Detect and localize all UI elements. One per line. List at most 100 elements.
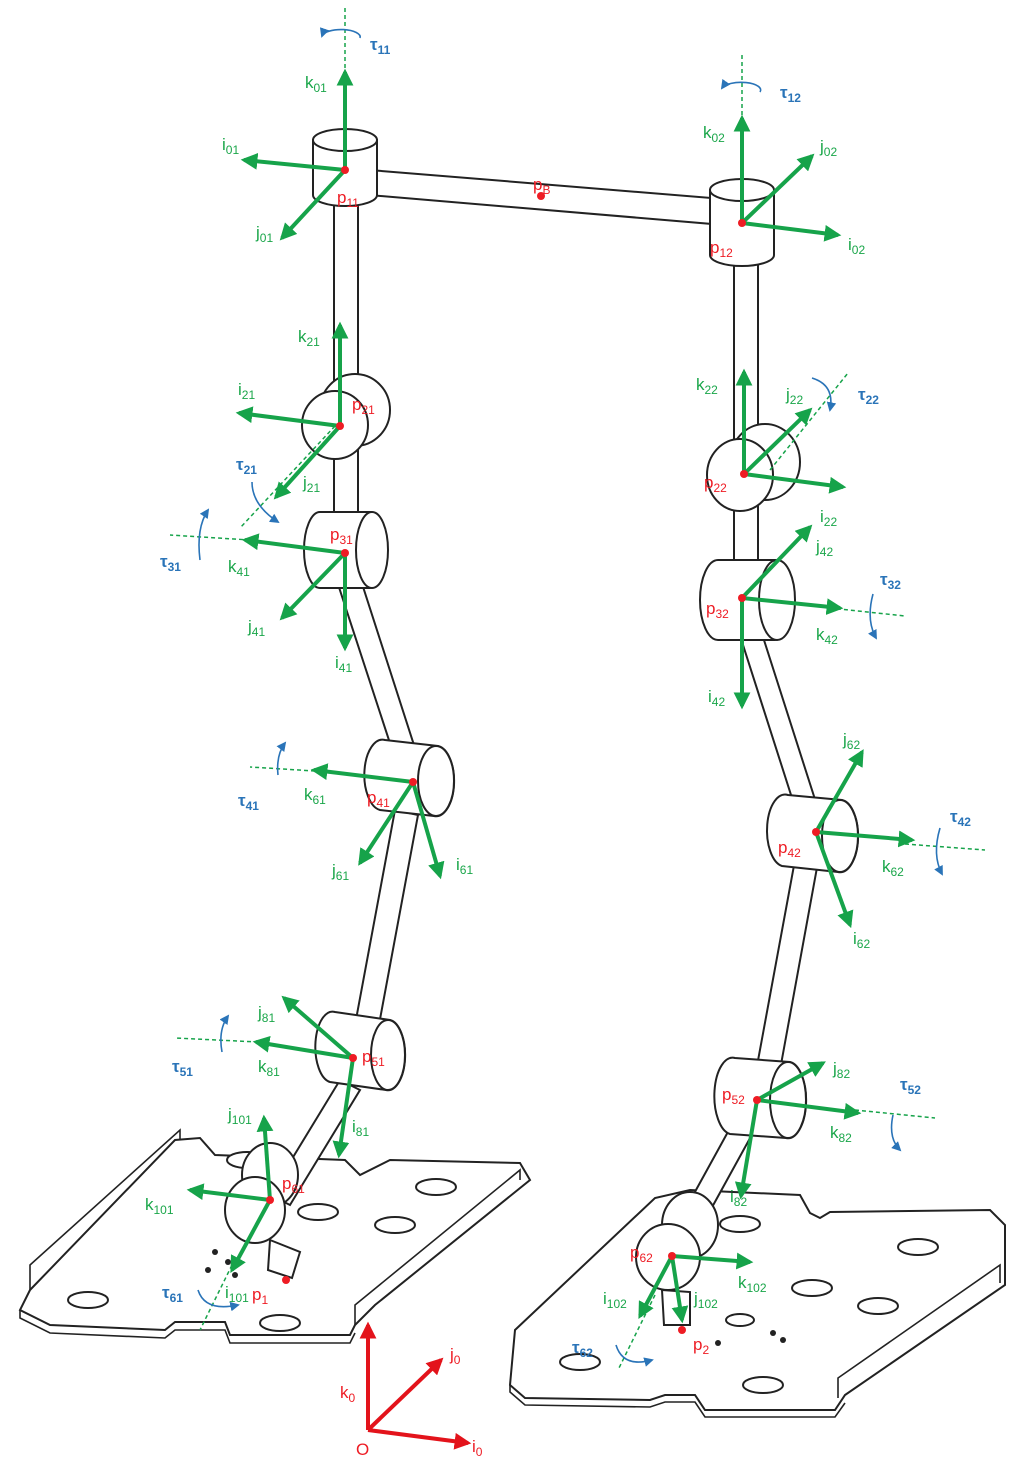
arrow-j102 <box>670 1255 689 1324</box>
arrow-i82 <box>734 1099 759 1200</box>
label-k102: k102 <box>738 1273 767 1295</box>
arrow-j61 <box>358 780 415 866</box>
label-i82: i82 <box>730 1187 747 1209</box>
label-k81: k81 <box>258 1057 280 1079</box>
label-j102: j102 <box>693 1289 718 1311</box>
label-tau-61: τ61 <box>162 1283 183 1305</box>
torque-arc-62 <box>615 1344 654 1367</box>
label-tau-52: τ52 <box>900 1075 921 1097</box>
arrow-j42 <box>740 524 813 600</box>
right-toe-stub <box>660 1288 691 1326</box>
label-p41: p41 <box>367 788 390 810</box>
point-pB <box>537 192 545 200</box>
arrow-i21 <box>235 406 341 428</box>
joint-p51 <box>314 1010 407 1092</box>
torque-arcs <box>197 27 943 1367</box>
arrow-k42 <box>741 596 844 615</box>
arrow-k62 <box>815 830 916 848</box>
label-k61: k61 <box>304 785 326 807</box>
label-k02: k02 <box>703 123 725 145</box>
label-k01: k01 <box>305 73 327 95</box>
left-toe-stub <box>266 1238 302 1280</box>
arrow-j0 <box>366 1357 444 1432</box>
label-k21: k21 <box>298 327 320 349</box>
arrow-j01 <box>279 168 347 241</box>
label-p12: p12 <box>710 238 733 260</box>
arrow-i81 <box>332 1057 355 1159</box>
label-i61: i61 <box>456 855 473 877</box>
label-j81: j81 <box>257 1003 275 1025</box>
arrow-i101 <box>230 1199 272 1273</box>
label-p52: p52 <box>722 1085 745 1107</box>
label-k42: k42 <box>816 625 838 647</box>
arrow-k81 <box>252 1035 354 1060</box>
label-p21: p21 <box>352 395 375 417</box>
points <box>266 166 820 1334</box>
arrow-i61 <box>411 781 445 880</box>
arrow-j22 <box>742 407 813 476</box>
joint-p62 <box>635 1191 719 1291</box>
label-p61: p61 <box>282 1174 305 1196</box>
label-j02: j02 <box>819 137 837 159</box>
arrow-i02 <box>741 221 842 242</box>
label-p31: p31 <box>330 525 353 547</box>
arrow-k101 <box>186 1183 271 1202</box>
label-tau-41: τ41 <box>238 791 259 813</box>
label-i62: i62 <box>853 929 870 951</box>
label-tau-42: τ42 <box>950 807 971 829</box>
label-i81: i81 <box>352 1117 369 1139</box>
label-tau-22: τ22 <box>858 385 879 407</box>
point-p1 <box>282 1276 290 1284</box>
labels: pBp11p12p21p22p31p32p41p42p51p52p61p62p1… <box>145 35 971 1459</box>
arrow-i01 <box>240 152 346 172</box>
label-tau-32: τ32 <box>880 570 901 592</box>
point-p41 <box>409 778 417 786</box>
label-i101: i101 <box>225 1283 249 1305</box>
label-pB: pB <box>533 175 550 197</box>
label-tau-12: τ12 <box>780 83 801 105</box>
label-j21: j21 <box>302 473 320 495</box>
point-p31 <box>341 549 349 557</box>
torque-arc-52 <box>890 1114 902 1152</box>
torque-arc-12 <box>720 78 762 93</box>
arrow-k61 <box>310 763 414 784</box>
point-p42 <box>812 828 820 836</box>
left-thigh-link <box>333 189 359 396</box>
label-k62: k62 <box>882 857 904 879</box>
label-j62: j62 <box>842 730 860 752</box>
label-tau-62: τ62 <box>572 1338 593 1360</box>
torque-arc-51 <box>219 1014 230 1053</box>
arrow-i0 <box>367 1428 472 1450</box>
point-p32 <box>738 594 746 602</box>
point-p61 <box>266 1196 274 1204</box>
point-p22 <box>740 470 748 478</box>
arrow-k102 <box>671 1252 754 1270</box>
label-k41: k41 <box>228 557 250 579</box>
label-origin: O <box>356 1440 369 1459</box>
label-i21: i21 <box>238 380 255 402</box>
torque-arc-21 <box>251 481 280 524</box>
arrow-j62 <box>814 749 864 833</box>
label-tau-51: τ51 <box>172 1057 193 1079</box>
label-j22: j22 <box>785 385 803 407</box>
label-p22: p22 <box>704 473 727 495</box>
label-i0: i0 <box>472 1437 483 1459</box>
label-p1: p1 <box>252 1285 268 1307</box>
right-shank-link <box>733 610 822 825</box>
arrow-i22 <box>743 472 847 494</box>
arrow-j101 <box>256 1114 274 1201</box>
label-p62: p62 <box>630 1243 653 1265</box>
torque-arc-32 <box>868 593 877 640</box>
label-j61: j61 <box>331 861 349 883</box>
label-j0: j0 <box>449 1345 461 1367</box>
arrow-j82 <box>756 1061 826 1102</box>
label-i22: i22 <box>820 507 837 529</box>
arrow-j02 <box>740 153 815 225</box>
label-k82: k82 <box>830 1123 852 1145</box>
joint-p41 <box>363 738 456 818</box>
left-lower-link <box>353 808 420 1032</box>
label-j101: j101 <box>227 1105 252 1127</box>
label-j41: j41 <box>247 617 265 639</box>
label-j82: j82 <box>832 1059 850 1081</box>
